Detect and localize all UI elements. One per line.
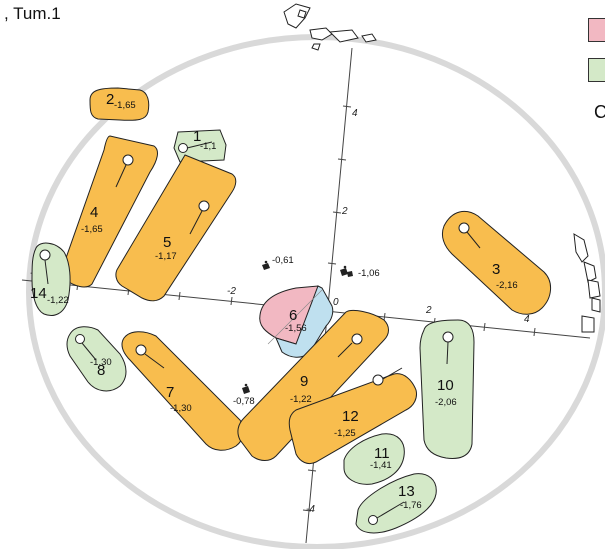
- grave-depth: -1,65: [114, 100, 136, 111]
- stone-depth: -0,61: [272, 255, 294, 266]
- grave-depth: -1,30: [170, 403, 192, 414]
- grave-number: 13: [398, 483, 415, 500]
- grave-3: 3 -2,16: [441, 210, 551, 315]
- grave-5: 5 -1,17: [115, 154, 237, 302]
- grave-depth: -1,41: [370, 460, 392, 471]
- legend-swatch-pink: [588, 18, 605, 42]
- grave-number: 8: [97, 362, 105, 379]
- grave-number: 10: [437, 377, 454, 394]
- grave-14: 14 -1,22: [30, 242, 71, 316]
- grave-depth: -1,22: [47, 295, 69, 306]
- grave-6: 6 -1,56: [259, 285, 334, 358]
- legend-swatch-green: [588, 58, 605, 82]
- grave-1: 1 -1,1: [173, 128, 227, 163]
- grave-12: 12 -1,25: [288, 367, 417, 465]
- x-tick-label: 2: [425, 305, 432, 316]
- x-tick-label: 0: [333, 297, 339, 308]
- grave-9: 9 -1,22: [237, 309, 389, 461]
- stone-cluster-3: -0,78: [233, 383, 255, 407]
- grave-number: 7: [166, 384, 174, 401]
- grave-number: 14: [30, 285, 47, 302]
- grave-number: 5: [163, 234, 171, 251]
- y-tick-label: 4: [352, 108, 358, 119]
- grave-13: 13 -1,76: [355, 473, 437, 534]
- grave-number: 11: [374, 445, 390, 462]
- grave-depth: -2,06: [435, 397, 457, 408]
- grave-depth: -1,65: [81, 224, 103, 235]
- x-axis-ticks: [76, 281, 536, 337]
- legend-clipped-label: C: [594, 102, 605, 122]
- grave-depth: -1,1: [200, 141, 216, 152]
- grave-number: 1: [193, 128, 201, 145]
- grave-number: 9: [300, 373, 308, 390]
- stone-depth: -0,78: [233, 396, 255, 407]
- stone-cluster-1: -0,61: [262, 255, 294, 270]
- grave-7: 7 -1,30: [121, 331, 244, 451]
- y-tick-label: -4: [306, 504, 315, 515]
- grave-depth: -1,76: [400, 500, 422, 511]
- grave-depth: -2,16: [496, 280, 518, 291]
- grave-2: 2 -1,65: [89, 87, 150, 121]
- x-tick-label: 4: [524, 314, 530, 325]
- grave-number: 12: [342, 408, 359, 425]
- grave-depth: -1,17: [155, 251, 177, 262]
- grave-depth: -1,25: [334, 428, 356, 439]
- grave-depth: -1,30: [90, 357, 112, 368]
- stone-depth: -1,06: [358, 268, 380, 279]
- grave-8: 8 -1,30: [66, 326, 127, 392]
- grave-number: 2: [106, 91, 114, 108]
- boundary-stones: [283, 3, 601, 333]
- y-tick-label: 2: [341, 206, 348, 217]
- grave-depth: -1,22: [290, 394, 312, 405]
- grave-11: 11 -1,41: [343, 433, 405, 485]
- grave-10: 10 -2,06: [419, 319, 475, 459]
- stone-cluster-2: -1,06: [340, 265, 380, 279]
- x-tick-label: -2: [227, 286, 236, 297]
- figure-caption: , Tum.1: [4, 4, 61, 23]
- grave-number: 3: [492, 261, 500, 278]
- grave-depth: -1,56: [285, 323, 307, 334]
- grave-number: 4: [90, 204, 98, 221]
- grave-number: 6: [289, 307, 297, 324]
